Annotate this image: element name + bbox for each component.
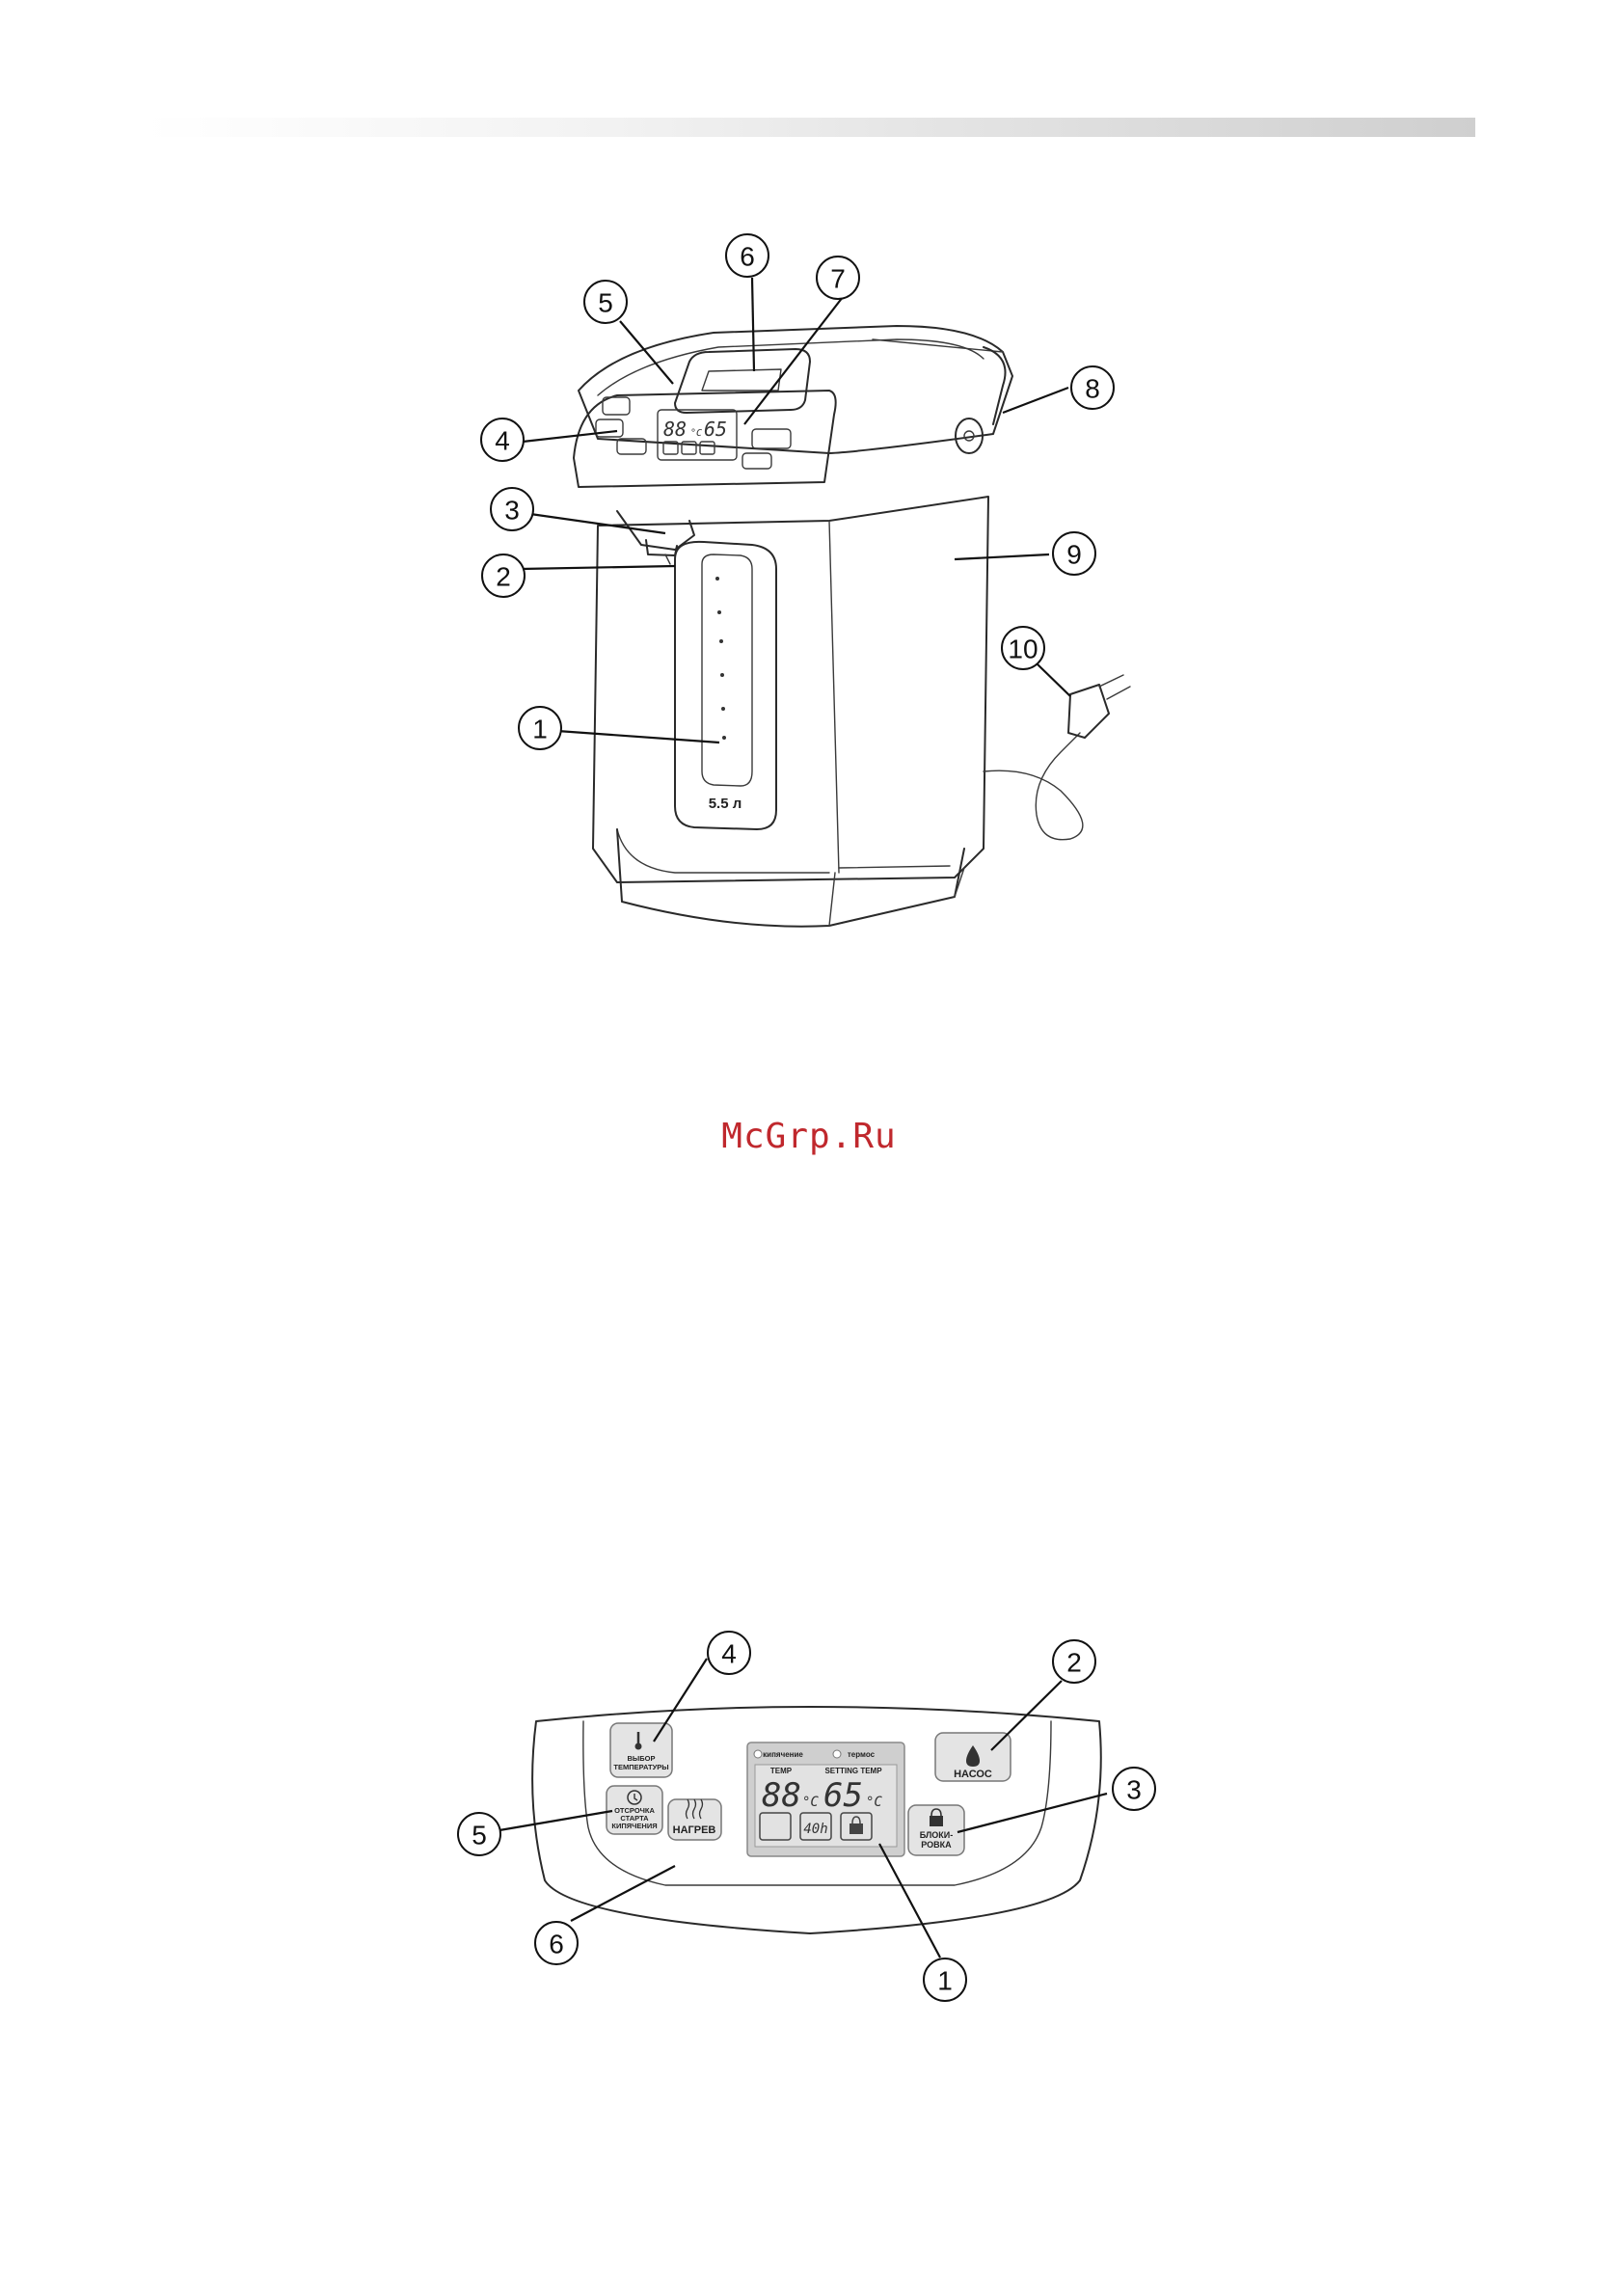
- lcd-unit-1: °C: [802, 1795, 819, 1810]
- lock-icon: [930, 1816, 943, 1826]
- svg-text:9: 9: [1066, 540, 1082, 570]
- spout: [617, 511, 694, 564]
- callout-7: 7: [817, 257, 859, 299]
- watermark: McGrp.Ru: [0, 1117, 1618, 1156]
- lcd-unit-2: °C: [866, 1795, 882, 1810]
- lcd-set-temp: 65: [823, 1776, 863, 1815]
- svg-text:1: 1: [532, 715, 548, 744]
- svg-text:5: 5: [472, 1821, 487, 1850]
- svg-text:6: 6: [740, 242, 755, 272]
- svg-text:2: 2: [1066, 1648, 1082, 1678]
- panel-callout-5: 5: [458, 1813, 500, 1855]
- thermopot-diagram: 5.5 л 88 °C 65: [0, 0, 1618, 964]
- pump-button[interactable]: НАСОС: [935, 1733, 1011, 1781]
- svg-text:6: 6: [549, 1930, 564, 1959]
- svg-text:5: 5: [598, 288, 613, 318]
- callout-6: 6: [726, 234, 769, 277]
- callout-3: 3: [491, 488, 533, 530]
- callout-2: 2: [482, 554, 525, 597]
- lcd-timer: 40h: [803, 1822, 827, 1837]
- thermopot-body: [593, 497, 988, 927]
- callout-10: 10: [1002, 627, 1044, 669]
- lcd-lock-icon: [849, 1823, 863, 1834]
- lock-button[interactable]: БЛОКИ- РОВКА: [908, 1805, 964, 1855]
- svg-text:НАГРЕВ: НАГРЕВ: [673, 1824, 716, 1836]
- temperature-select-button[interactable]: ВЫБОР ТЕМПЕРАТУРЫ: [610, 1723, 672, 1777]
- power-cord: [984, 675, 1130, 840]
- svg-text:4: 4: [721, 1639, 737, 1669]
- svg-text:1: 1: [937, 1966, 953, 1996]
- lcd-temp-label: TEMP: [770, 1767, 793, 1775]
- panel-callout-6: 6: [535, 1922, 578, 1964]
- svg-text:3: 3: [1126, 1775, 1142, 1805]
- svg-text:3: 3: [504, 496, 520, 526]
- volume-label: 5.5 л: [709, 796, 742, 812]
- callout-1: 1: [519, 707, 561, 749]
- panel-callout-1: 1: [924, 1958, 966, 2001]
- svg-text:4: 4: [495, 426, 510, 456]
- kettle-lcd-temp: 88: [663, 418, 687, 441]
- svg-text:РОВКА: РОВКА: [921, 1840, 952, 1850]
- svg-text:10: 10: [1008, 635, 1038, 664]
- water-level-window: 5.5 л: [675, 542, 776, 829]
- lid: [579, 326, 1012, 453]
- panel-callout-4: 4: [708, 1632, 750, 1674]
- panel-callout-2: 2: [1053, 1640, 1095, 1683]
- kettle-lcd-set: 65: [704, 418, 727, 441]
- callout-8: 8: [1071, 366, 1114, 409]
- svg-text:КИПЯЧЕНИЯ: КИПЯЧЕНИЯ: [611, 1822, 657, 1830]
- indicator-boil-label: кипячение: [763, 1750, 803, 1759]
- lcd-display: кипячение термос TEMP SETTING TEMP 88 °C…: [747, 1742, 904, 1856]
- panel-callout-3: 3: [1113, 1768, 1155, 1810]
- delay-start-button[interactable]: ОТСРОЧКА СТАРТА КИПЯЧЕНИЯ: [607, 1786, 662, 1834]
- svg-text:НАСОС: НАСОС: [954, 1769, 992, 1780]
- svg-text:7: 7: [830, 264, 846, 294]
- callout-9: 9: [1053, 532, 1095, 575]
- svg-text:ВЫБОР: ВЫБОР: [628, 1754, 656, 1763]
- callout-4: 4: [481, 419, 524, 461]
- lcd-setting-label: SETTING TEMP: [824, 1767, 882, 1775]
- svg-text:ТЕМПЕРАТУРЫ: ТЕМПЕРАТУРЫ: [613, 1763, 668, 1771]
- kettle-lcd-unit-1: °C: [690, 428, 702, 439]
- control-panel-diagram: кипячение термос TEMP SETTING TEMP 88 °C…: [0, 1591, 1618, 2025]
- callout-5: 5: [584, 281, 627, 323]
- indicator-thermos-label: термос: [848, 1750, 876, 1759]
- svg-text:2: 2: [496, 562, 511, 592]
- svg-text:8: 8: [1085, 374, 1100, 404]
- svg-text:БЛОКИ-: БЛОКИ-: [920, 1830, 954, 1840]
- lcd-current-temp: 88: [762, 1776, 801, 1815]
- heat-button[interactable]: НАГРЕВ: [668, 1799, 721, 1840]
